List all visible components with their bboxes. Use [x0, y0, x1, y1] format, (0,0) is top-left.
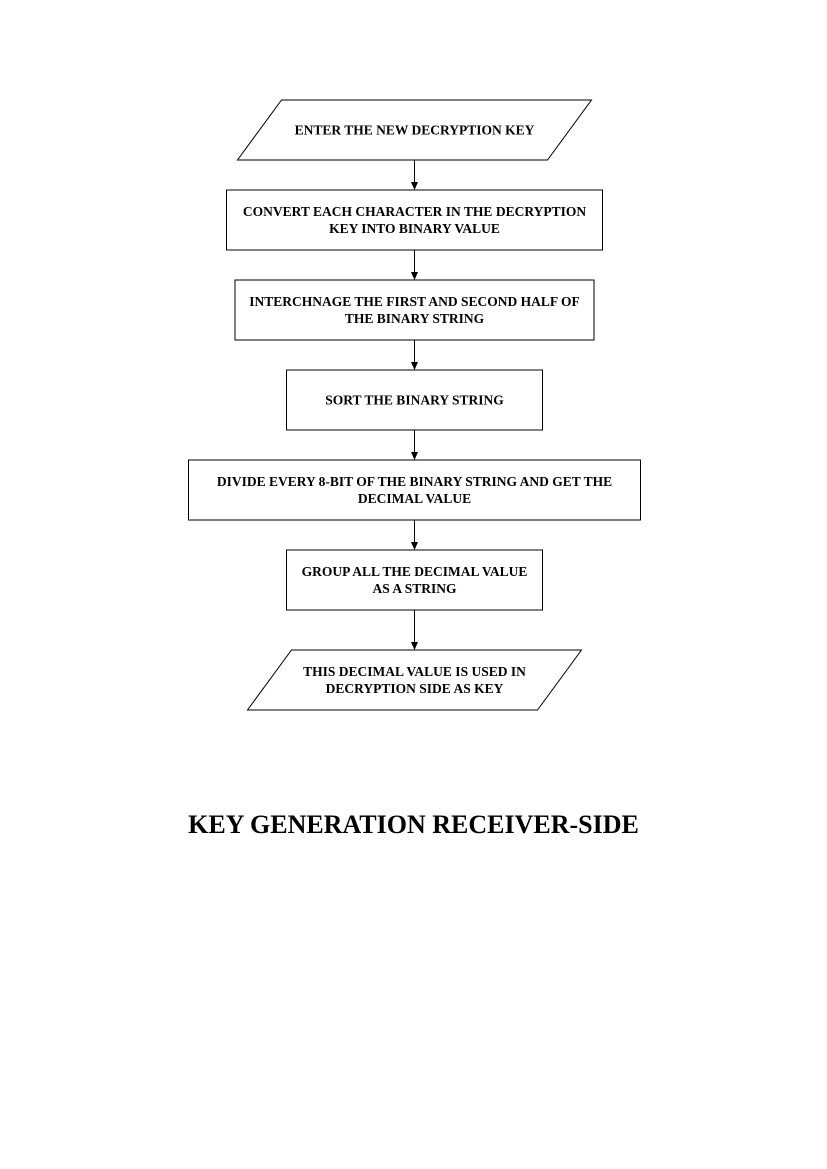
process-sort-binary-string-label: SORT THE BINARY STRING [325, 393, 504, 408]
flow-arrow [411, 340, 418, 370]
process-interchange-halves-label: THE BINARY STRING [345, 311, 485, 326]
flow-arrow [411, 610, 418, 650]
input-new-decryption-key-label: ENTER THE NEW DECRYPTION KEY [295, 123, 535, 138]
process-convert-to-binary-node: CONVERT EACH CHARACTER IN THE DECRYPTION… [226, 189, 603, 251]
output-decryption-key-label: DECRYPTION SIDE AS KEY [326, 681, 504, 696]
diagram-title: KEY GENERATION RECEIVER-SIDE [188, 810, 639, 839]
process-divide-8-bit-shape [188, 459, 641, 521]
process-convert-to-binary-shape [226, 189, 603, 251]
arrowhead-icon [411, 642, 418, 650]
process-interchange-halves-node: INTERCHNAGE THE FIRST AND SECOND HALF OF… [234, 279, 595, 341]
flow-arrow [411, 160, 418, 190]
process-group-decimal-values-label: GROUP ALL THE DECIMAL VALUE [302, 564, 528, 579]
flowchart: ENTER THE NEW DECRYPTION KEY CONVERT EACH… [188, 99, 641, 711]
process-sort-binary-string-shape [286, 369, 543, 431]
flow-arrow [411, 520, 418, 550]
process-group-decimal-values-shape [286, 549, 543, 611]
process-convert-to-binary-label: KEY INTO BINARY VALUE [329, 221, 500, 236]
process-interchange-halves-shape [234, 279, 595, 341]
input-new-decryption-key-node: ENTER THE NEW DECRYPTION KEY [236, 99, 593, 161]
flow-arrow [411, 430, 418, 460]
arrowhead-icon [411, 452, 418, 460]
process-group-decimal-values-node: GROUP ALL THE DECIMAL VALUE AS A STRING [286, 549, 543, 611]
arrowhead-icon [411, 182, 418, 190]
process-group-decimal-values-label: AS A STRING [372, 581, 457, 596]
process-divide-8-bit-label: DECIMAL VALUE [358, 491, 471, 506]
process-divide-8-bit-label: DIVIDE EVERY 8-BIT OF THE BINARY STRING … [217, 474, 612, 489]
arrowhead-icon [411, 272, 418, 280]
arrowhead-icon [411, 362, 418, 370]
process-interchange-halves-label: INTERCHNAGE THE FIRST AND SECOND HALF OF [249, 294, 580, 309]
input-new-decryption-key-shape [236, 99, 593, 161]
output-decryption-key-label: THIS DECIMAL VALUE IS USED IN [303, 664, 526, 679]
process-divide-8-bit-node: DIVIDE EVERY 8-BIT OF THE BINARY STRING … [188, 459, 641, 521]
arrowhead-icon [411, 542, 418, 550]
process-convert-to-binary-label: CONVERT EACH CHARACTER IN THE DECRYPTION [243, 204, 586, 219]
process-sort-binary-string-node: SORT THE BINARY STRING [286, 369, 543, 431]
output-decryption-key-shape [246, 649, 583, 711]
output-decryption-key-node: THIS DECIMAL VALUE IS USED IN DECRYPTION … [246, 649, 583, 711]
flow-arrow [411, 250, 418, 280]
